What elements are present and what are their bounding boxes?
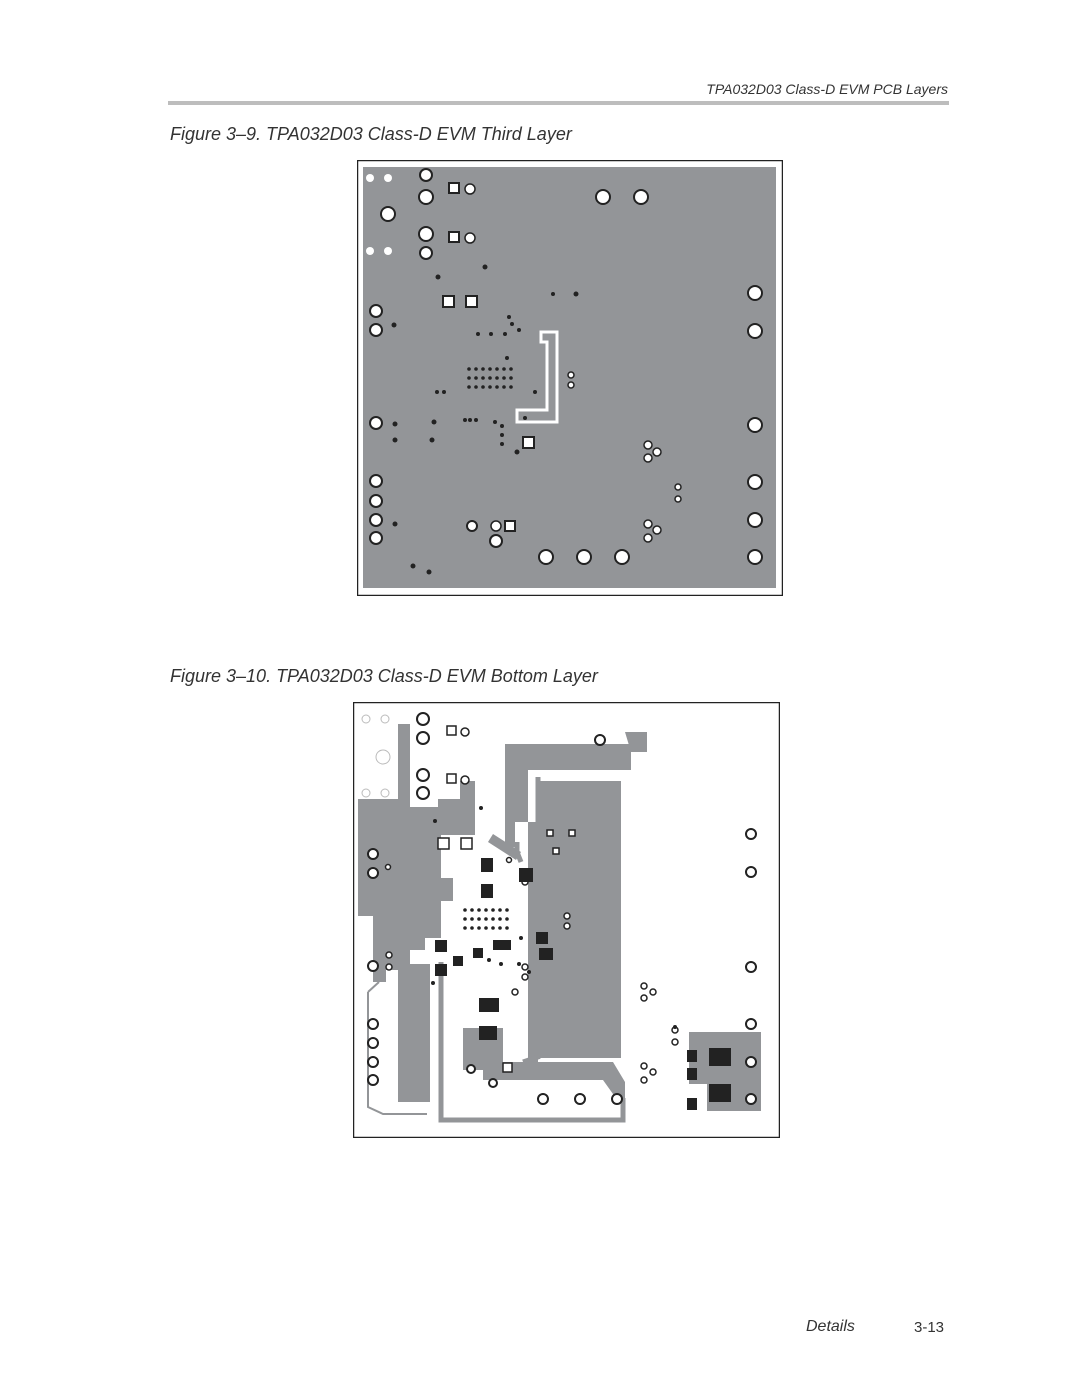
footer-page-number: 3-13	[914, 1319, 945, 1336]
running-header: TPA032D03 Class-D EVM PCB Layers	[706, 81, 948, 97]
footer-section-label: Details	[806, 1318, 855, 1335]
header-rule	[168, 101, 949, 105]
pcb-bottom-layer-image	[353, 702, 780, 1138]
pcb-third-layer-image	[357, 160, 783, 596]
figure-caption-bottom-layer: Figure 3–10. TPA032D03 Class-D EVM Botto…	[170, 666, 598, 686]
figure-caption-third-layer: Figure 3–9. TPA032D03 Class-D EVM Third …	[170, 124, 572, 144]
